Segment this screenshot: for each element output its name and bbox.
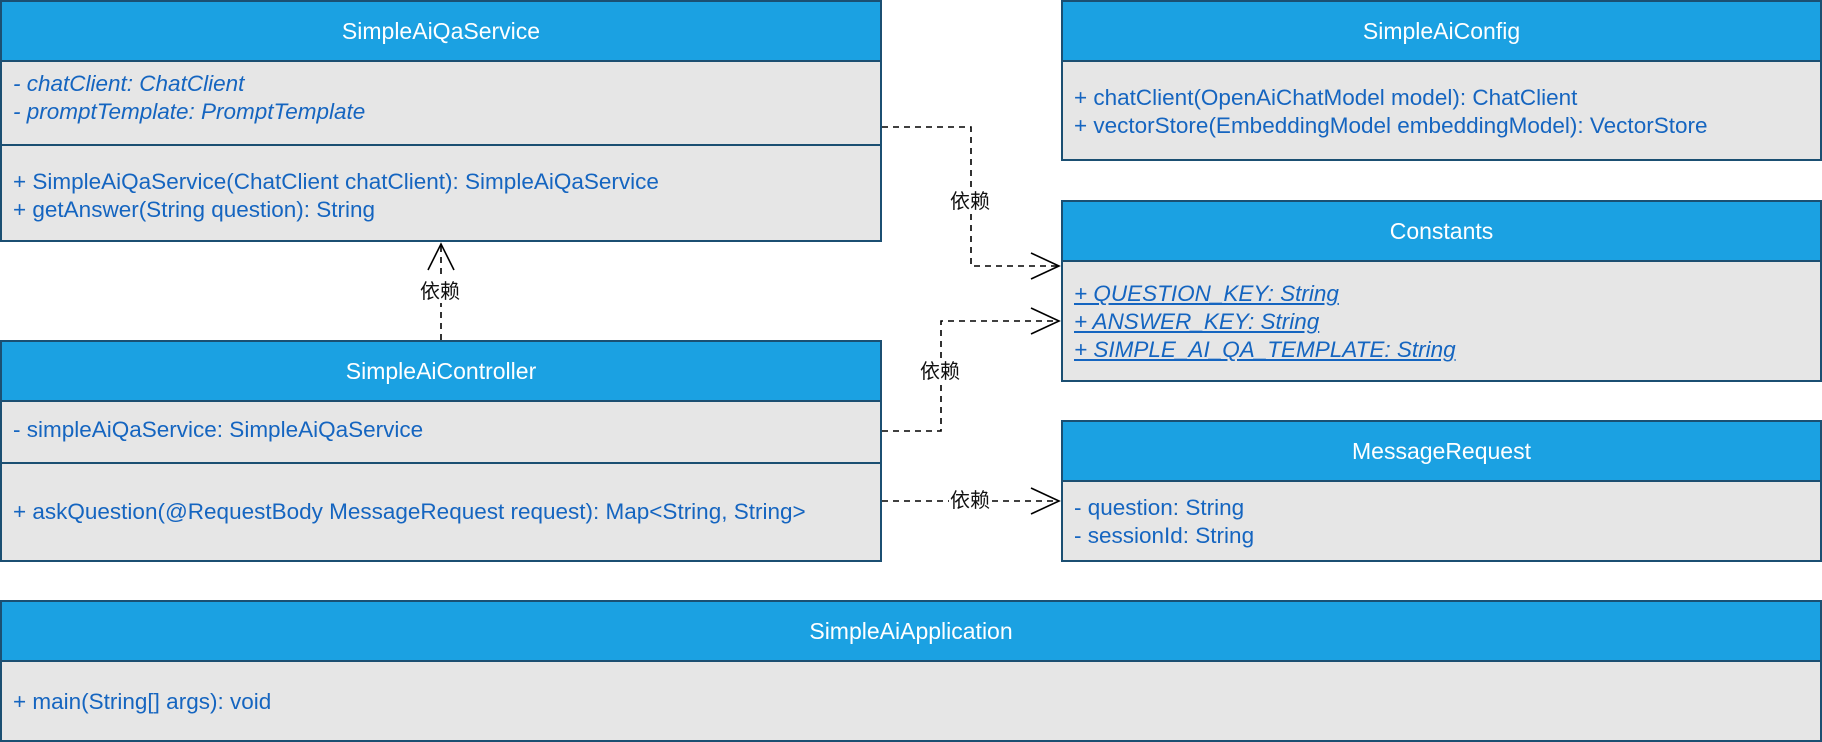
attribute-answer-key: + ANSWER_KEY: String [1074,309,1320,334]
methods-section: + SimpleAiQaService(ChatClient chatClien… [2,144,880,232]
attribute-prompt-template: - promptTemplate: PromptTemplate [13,99,366,124]
method-main: + main(String[] args): void [13,689,272,714]
class-name-simple-ai-controller: SimpleAiController [2,342,880,402]
method-ask-question: + askQuestion(@RequestBody MessageReques… [13,499,806,524]
methods-section: + main(String[] args): void [2,662,1820,724]
edge-label-service-constants: 依赖 [949,189,991,213]
attribute-chat-client: - chatClient: ChatClient [13,71,245,96]
attributes-section: - simpleAiQaService: SimpleAiQaService [2,402,880,462]
class-message-request[interactable]: MessageRequest - question: String - sess… [1061,420,1822,562]
class-simple-ai-controller[interactable]: SimpleAiController - simpleAiQaService: … [0,340,882,562]
attributes-section: - chatClient: ChatClient - promptTemplat… [2,62,880,144]
class-name-simple-ai-config: SimpleAiConfig [1063,2,1820,62]
class-constants[interactable]: Constants + QUESTION_KEY: String + ANSWE… [1061,200,1822,382]
edge-label-controller-constants: 依赖 [919,359,961,383]
class-name-constants: Constants [1063,202,1820,262]
class-simple-ai-qa-service[interactable]: SimpleAiQaService - chatClient: ChatClie… [0,0,882,242]
attributes-section: + QUESTION_KEY: String + ANSWER_KEY: Str… [1063,262,1820,372]
method-constructor: + SimpleAiQaService(ChatClient chatClien… [13,169,659,194]
class-name-simple-ai-application: SimpleAiApplication [2,602,1820,662]
class-simple-ai-config[interactable]: SimpleAiConfig + chatClient(OpenAiChatMo… [1061,0,1822,161]
methods-section: + chatClient(OpenAiChatModel model): Cha… [1063,62,1820,148]
edge-controller-to-constants[interactable] [882,307,1061,432]
edge-label-controller-service: 依赖 [419,279,461,303]
edge-label-controller-message-request: 依赖 [949,488,991,512]
method-get-answer: + getAnswer(String question): String [13,197,376,222]
class-name-message-request: MessageRequest [1063,422,1820,482]
method-chat-client: + chatClient(OpenAiChatModel model): Cha… [1074,85,1578,110]
attribute-simple-ai-qa-service: - simpleAiQaService: SimpleAiQaService [13,417,424,442]
attributes-section: - question: String - sessionId: String [1063,482,1820,558]
method-vector-store: + vectorStore(EmbeddingModel embeddingMo… [1074,113,1708,138]
attribute-template: + SIMPLE_AI_QA_TEMPLATE: String [1074,337,1456,362]
attribute-question: - question: String [1074,495,1245,520]
methods-section: + askQuestion(@RequestBody MessageReques… [2,462,880,534]
class-simple-ai-application[interactable]: SimpleAiApplication + main(String[] args… [0,600,1822,742]
attribute-question-key: + QUESTION_KEY: String [1074,281,1339,306]
class-name-simple-ai-qa-service: SimpleAiQaService [2,2,880,62]
attribute-session-id: - sessionId: String [1074,523,1255,548]
